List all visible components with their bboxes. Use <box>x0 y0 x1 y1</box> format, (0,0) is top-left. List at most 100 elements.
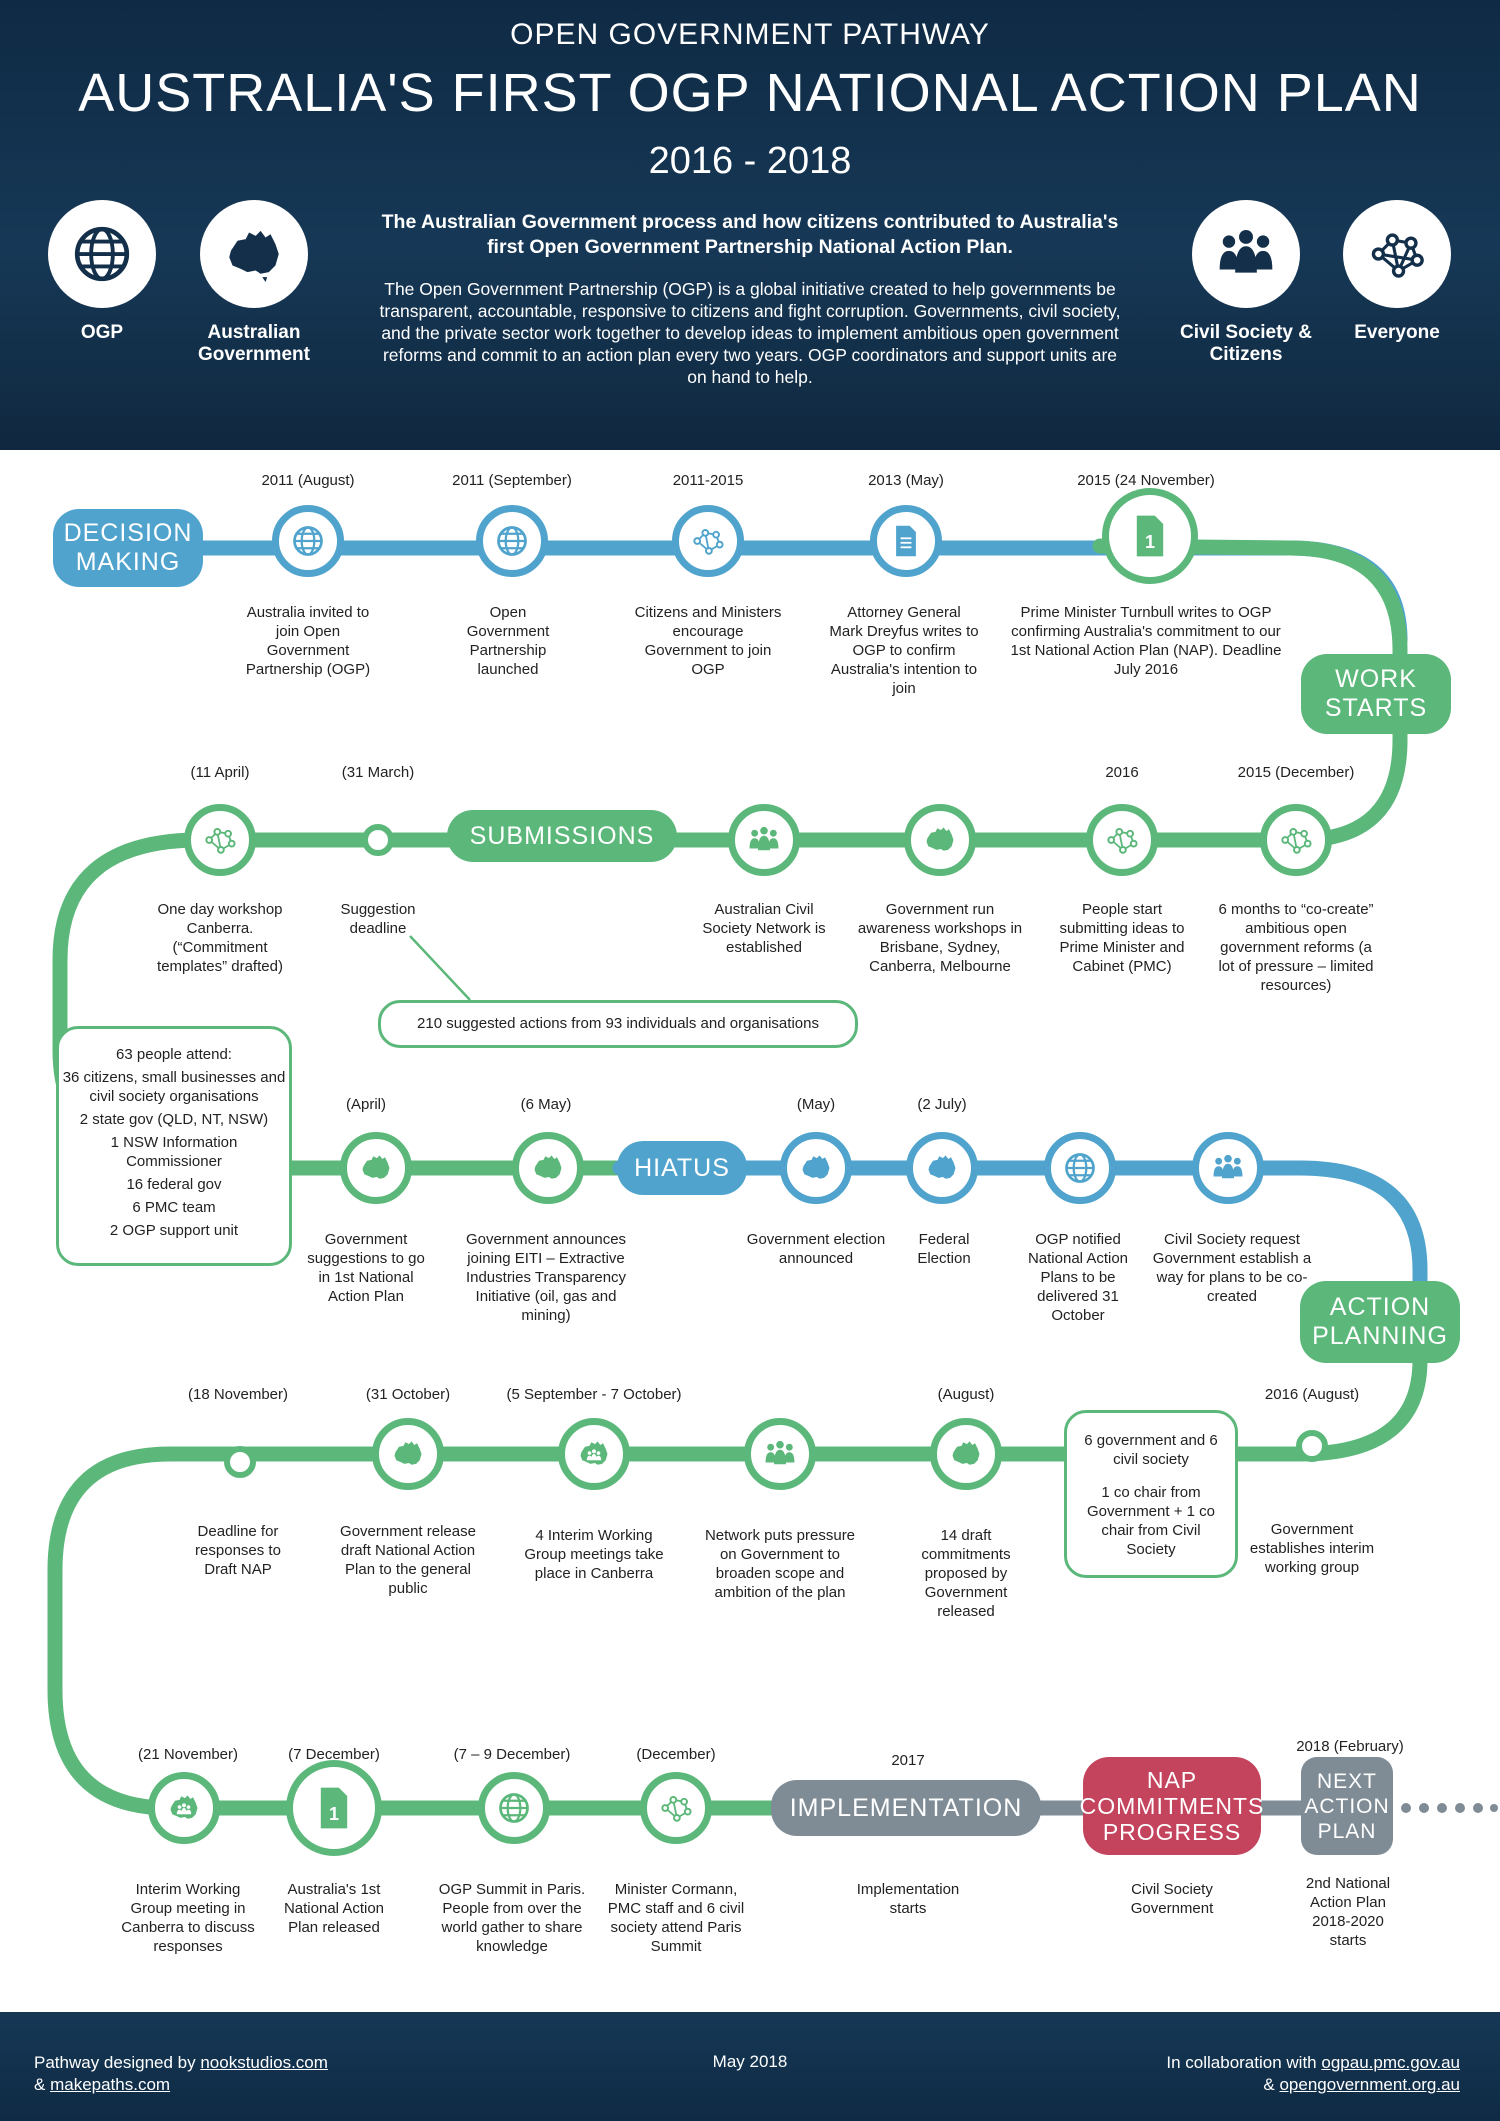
event-description: Minister Cormann, PMC staff and 6 civil … <box>607 1881 745 1955</box>
legend-label-civil-society: Civil Society & Citizens <box>1180 322 1312 365</box>
event-description: Interim Working Group meeting in Canberr… <box>121 1881 255 1955</box>
event-description: Prime Minister Turnbull writes to OGP co… <box>1010 604 1282 678</box>
header-supertitle: OPEN GOVERNMENT PATHWAY <box>510 18 990 51</box>
event-description: Network puts pressure on Government to b… <box>704 1527 856 1601</box>
network-icon <box>672 505 744 577</box>
event-date: (7 – 9 December) <box>453 1746 571 1763</box>
event-date: (5 September - 7 October) <box>506 1386 682 1403</box>
globe-icon <box>476 505 548 577</box>
globe-icon <box>478 1772 550 1844</box>
event-date: 2011 (August) <box>261 472 355 489</box>
event-date: (6 May) <box>520 1096 572 1113</box>
event-description: Government suggestions to go in 1st Nati… <box>307 1231 425 1305</box>
event-description: Federal Election <box>917 1231 971 1267</box>
svg-text:1: 1 <box>329 1804 339 1824</box>
footer-link-nookstudios[interactable]: nookstudios.com <box>200 2053 328 2072</box>
event-description: Attorney General Mark Dreyfus writes to … <box>829 604 979 697</box>
event-date: 2015 (24 November) <box>1077 472 1215 489</box>
australia-people-icon <box>148 1772 220 1844</box>
event-description: Australia's 1st National Action Plan rel… <box>283 1881 385 1936</box>
stage-hiatus: HIATUS <box>617 1141 747 1195</box>
australia-people-icon <box>558 1418 630 1490</box>
event-date: (7 December) <box>288 1746 380 1763</box>
event-date: (31 October) <box>365 1386 451 1403</box>
event-date: 2013 (May) <box>868 472 944 489</box>
legend-label-everyone: Everyone <box>1354 322 1440 343</box>
network-icon <box>184 804 256 876</box>
event-date: 2016 (August) <box>1264 1386 1360 1403</box>
milestone-dot <box>224 1446 256 1478</box>
globe-icon <box>48 200 156 308</box>
event-description: Citizens and Ministers encourage Governm… <box>634 604 782 678</box>
stage-next-action-plan: NEXT ACTION PLAN <box>1301 1757 1393 1855</box>
event-description: Government release draft National Action… <box>340 1523 476 1597</box>
milestone-dot <box>1296 1430 1328 1462</box>
footer-text: & <box>1263 2075 1275 2094</box>
page-title: AUSTRALIA'S FIRST OGP NATIONAL ACTION PL… <box>78 63 1422 123</box>
australia-map-icon <box>372 1418 444 1490</box>
event-description: 4 Interim Working Group meetings take pl… <box>524 1527 664 1582</box>
document-1-icon: 1 <box>1102 488 1198 584</box>
stage-decision-making: DECISION MAKING <box>53 509 203 587</box>
document-icon <box>870 505 942 577</box>
event-date: (18 November) <box>187 1386 289 1403</box>
footer-link-makepaths[interactable]: makepaths.com <box>50 2075 171 2094</box>
header-years: 2016 - 2018 <box>648 140 852 182</box>
stage-submissions: SUBMISSIONS <box>447 810 677 862</box>
event-description: 6 months to “co-create” ambitious open g… <box>1218 901 1374 994</box>
event-date: (31 March) <box>341 764 415 781</box>
footer-collaboration: In collaboration with ogpau.pmc.gov.au &… <box>1166 2052 1460 2096</box>
event-description: OGP notified National Action Plans to be… <box>1027 1231 1129 1324</box>
australia-map-icon <box>904 804 976 876</box>
header-body: The Open Government Partnership (OGP) is… <box>379 279 1121 387</box>
box-line: 1 NSW Information Commissioner <box>110 1134 238 1170</box>
box-line: 16 federal gov <box>126 1176 222 1193</box>
box-line: 6 government and 6 civil society <box>1084 1432 1218 1468</box>
continuation-dots <box>1401 1803 1498 1813</box>
people-icon <box>744 1418 816 1490</box>
people-icon <box>1192 200 1300 308</box>
australia-map-icon <box>930 1418 1002 1490</box>
event-date: 2016 <box>1105 764 1139 781</box>
box-line: 6 PMC team <box>132 1199 216 1216</box>
header-lead: The Australian Government process and ho… <box>381 211 1119 258</box>
footer-credits: Pathway designed by nookstudios.com & ma… <box>34 2052 328 2096</box>
event-description: 2nd National Action Plan 2018-2020 start… <box>1305 1875 1391 1949</box>
callout-workshop-attendees: 63 people attend: 36 citizens, small bus… <box>56 1026 292 1266</box>
people-icon <box>1192 1132 1264 1204</box>
box-line: 1 co chair from Government + 1 co chair … <box>1087 1484 1215 1558</box>
globe-icon <box>272 505 344 577</box>
network-icon <box>1260 804 1332 876</box>
stage-action-planning: ACTION PLANNING <box>1300 1281 1460 1363</box>
event-description: Suggestion deadline <box>340 901 416 937</box>
network-icon <box>640 1772 712 1844</box>
event-description: Government establishes interim working g… <box>1249 1521 1375 1576</box>
event-description: Implementation starts <box>856 1881 960 1917</box>
event-date: 2017 <box>891 1752 925 1769</box>
globe-icon <box>1044 1132 1116 1204</box>
australia-map-icon <box>906 1132 978 1204</box>
svg-text:1: 1 <box>1145 532 1155 552</box>
footer-text: In collaboration with <box>1166 2053 1317 2072</box>
australia-map-icon <box>780 1132 852 1204</box>
event-description: Australia invited to join Open Governmen… <box>245 604 371 678</box>
event-date: (August) <box>937 1386 995 1403</box>
event-date: (21 November) <box>137 1746 239 1763</box>
event-description: Australian Civil Society Network is esta… <box>702 901 826 956</box>
footer-link-ogpau[interactable]: ogpau.pmc.gov.au <box>1321 2053 1460 2072</box>
footer-text: & <box>34 2075 46 2094</box>
people-icon <box>728 804 800 876</box>
footer-link-opengovernment[interactable]: opengovernment.org.au <box>1279 2075 1460 2094</box>
footer-date: May 2018 <box>712 2052 788 2071</box>
footer-text: Pathway designed by <box>34 2053 196 2072</box>
stage-implementation: IMPLEMENTATION <box>771 1780 1041 1836</box>
event-date: 2011 (September) <box>452 472 572 489</box>
event-description: Government announces joining EITI – Extr… <box>465 1231 627 1324</box>
event-date: (April) <box>346 1096 386 1113</box>
event-description: OGP Summit in Paris. People from over th… <box>438 1881 586 1955</box>
event-date: 2011-2015 <box>672 472 744 489</box>
document-1-icon: 1 <box>286 1760 382 1856</box>
event-description: Civil Society request Government establi… <box>1152 1231 1312 1305</box>
event-description: Civil Society Government <box>1130 1881 1214 1917</box>
australia-map-icon <box>340 1132 412 1204</box>
